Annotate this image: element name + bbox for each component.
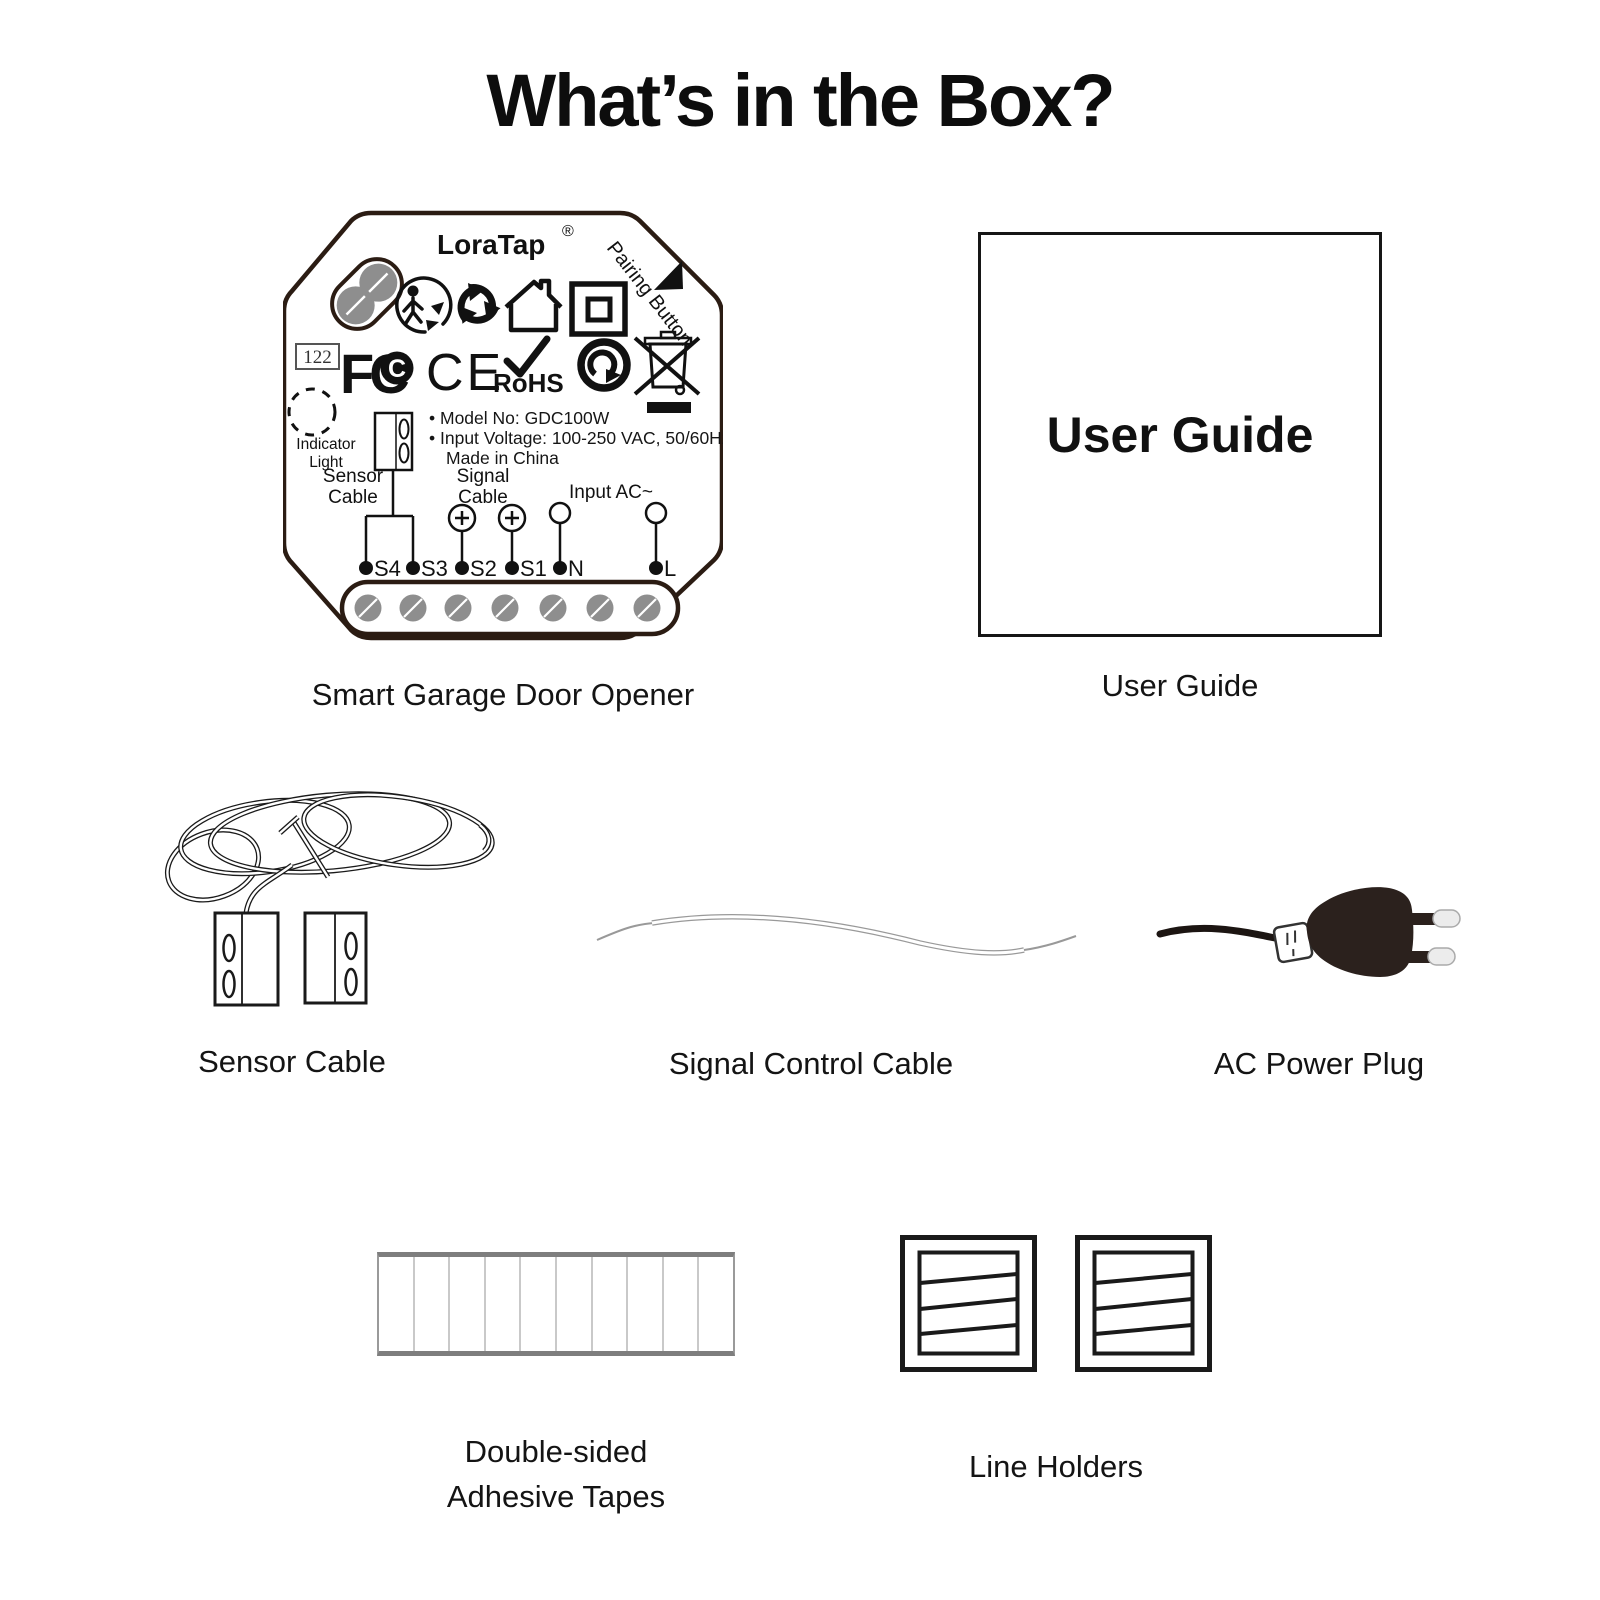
voltage-line: • Input Voltage: 100-250 VAC, 50/60Hz: [429, 428, 723, 448]
adhesive-tapes-figure: [377, 1252, 735, 1356]
user-guide-cover: User Guide: [978, 232, 1382, 637]
tape-segment: [521, 1257, 557, 1351]
ac-plug-figure: [1156, 887, 1461, 977]
line-holders-caption: Line Holders: [968, 1449, 1144, 1484]
signal-cable-label-1: Signal: [457, 466, 510, 487]
line-holders-figure: [900, 1235, 1212, 1372]
tape-segment: [379, 1257, 415, 1351]
magnetic-sensor-blocks: [213, 911, 368, 1007]
svg-text:RoHS: RoHS: [493, 368, 564, 398]
tape-segment: [415, 1257, 451, 1351]
user-guide-cover-title: User Guide: [1046, 406, 1314, 463]
sensor-cable-label-1: Sensor: [323, 466, 384, 487]
wiring-lines: [364, 470, 658, 562]
terminal-n: N: [568, 556, 584, 581]
svg-text:C: C: [388, 355, 406, 383]
check-icon: [503, 335, 551, 378]
recycle-icon: [457, 283, 501, 324]
plug-pin-top-tip: [1432, 909, 1461, 928]
sensor-connector: [373, 411, 414, 472]
tape-segment: [628, 1257, 664, 1351]
tape-segment: [664, 1257, 700, 1351]
house-icon: [504, 278, 563, 333]
indicator-light-icon: [287, 387, 337, 437]
device-caption: Smart Garage Door Opener: [311, 677, 695, 712]
adhesive-tapes-caption-line1: Double-sided: [464, 1434, 648, 1469]
registered-mark: ®: [562, 223, 574, 240]
input-ac-label: Input AC~: [569, 482, 653, 503]
pairing-arrow-icon: [654, 261, 683, 290]
plug-pin-bottom: [1395, 951, 1431, 963]
ac-plug-caption: AC Power Plug: [1213, 1046, 1425, 1081]
terminal-l: L: [664, 556, 676, 581]
user-guide-caption: User Guide: [1101, 668, 1259, 703]
ac-open-terminals: [548, 501, 668, 525]
line-holder: [1075, 1235, 1212, 1372]
sensor-cable-figure: [164, 791, 495, 1007]
garage-door-opener-figure: LoraTap ® Pairing Button: [283, 210, 723, 641]
origin-line: Made in China: [446, 448, 559, 468]
signal-cable-caption: Signal Control Cable: [668, 1046, 954, 1081]
frame-number-box: 122: [295, 343, 340, 370]
tape-segment: [593, 1257, 629, 1351]
brand-text: LoraTap: [437, 229, 545, 260]
plug-cable: [1156, 924, 1284, 943]
tape-segment: [486, 1257, 522, 1351]
terminal-strip: [339, 579, 681, 637]
tape-segment: [699, 1257, 733, 1351]
frame-number: 122: [303, 347, 332, 368]
terminal-s1: S1: [520, 556, 547, 581]
signal-cable-figure: [596, 914, 1077, 956]
signal-screw-terminals: [447, 503, 527, 533]
terminal-s4: S4: [374, 556, 401, 581]
signal-cable-label-2: Cable: [458, 487, 508, 508]
page-title: What’s in the Box?: [486, 59, 1115, 142]
indicator-label-1: Indicator: [296, 436, 355, 453]
adhesive-tapes-caption-line2: Adhesive Tapes: [446, 1478, 666, 1514]
plug-pin-bottom-tip: [1427, 947, 1456, 966]
weee-icon: [633, 330, 701, 413]
rohs-logo: RoHS: [493, 335, 564, 398]
terminal-s3: S3: [421, 556, 448, 581]
green-dot-icon: [577, 338, 631, 392]
terminal-s2: S2: [470, 556, 497, 581]
mounting-screws-icon: [330, 257, 404, 331]
tape-segment: [450, 1257, 486, 1351]
indicator-label-2: Light: [309, 454, 343, 471]
sensor-cable-label-2: Cable: [328, 487, 378, 508]
double-insulation-icon: [569, 281, 628, 337]
fcc-logo: FC C: [340, 342, 414, 405]
triman-icon: [395, 276, 453, 334]
cable-coil: [164, 791, 495, 914]
model-line: • Model No: GDC100W: [429, 408, 610, 428]
plug-body: [1306, 887, 1414, 977]
terminal-dots: [359, 561, 663, 575]
tape-segment: [557, 1257, 593, 1351]
ce-logo: CE: [426, 344, 504, 402]
plug-pin-top: [1400, 913, 1436, 925]
line-holder: [900, 1235, 1037, 1372]
adhesive-tapes-caption: Double-sided Adhesive Tapes: [377, 1430, 735, 1520]
sensor-cable-caption: Sensor Cable: [198, 1044, 386, 1079]
